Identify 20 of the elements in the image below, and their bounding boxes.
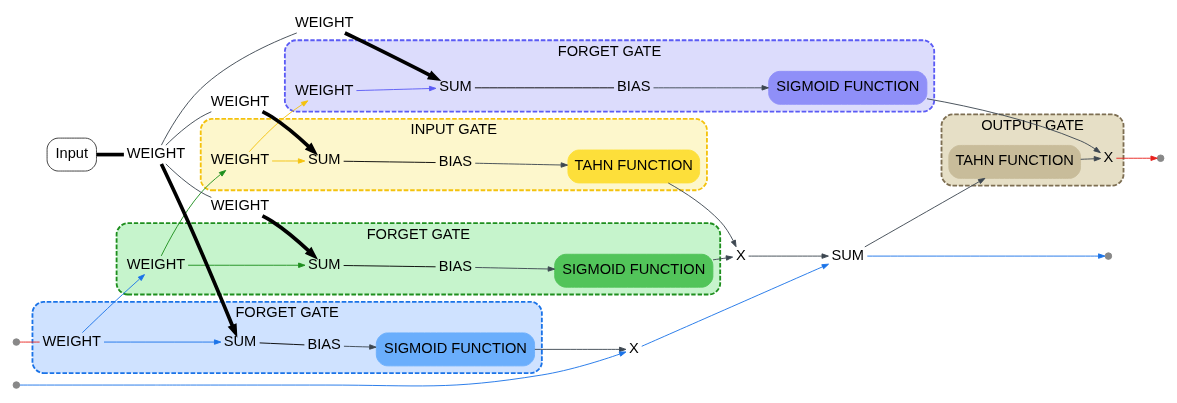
- node-text: WEIGHT: [210, 92, 270, 109]
- node-text: SUM: [223, 332, 257, 349]
- node-text: WEIGHT: [126, 145, 186, 162]
- node-text: BIAS: [617, 78, 651, 95]
- node-text: WEIGHT: [210, 197, 270, 214]
- node-text: WEIGHT: [294, 81, 354, 98]
- node-text: X: [735, 246, 746, 263]
- node-text: WEIGHT: [126, 255, 186, 272]
- node-text: WEIGHT: [42, 332, 102, 349]
- node-text: BIAS: [307, 336, 341, 353]
- node-text: SUM: [307, 255, 341, 272]
- node-text: SUM: [439, 78, 472, 95]
- node-text: WEIGHT: [294, 14, 354, 31]
- node-text: X: [1103, 148, 1114, 165]
- node-text: SUM: [831, 246, 865, 263]
- node-text: WEIGHT: [210, 151, 270, 168]
- node-text: BIAS: [438, 257, 473, 274]
- node-text: SUM: [307, 151, 341, 168]
- node-text: X: [628, 339, 639, 356]
- node-text: BIAS: [438, 153, 473, 170]
